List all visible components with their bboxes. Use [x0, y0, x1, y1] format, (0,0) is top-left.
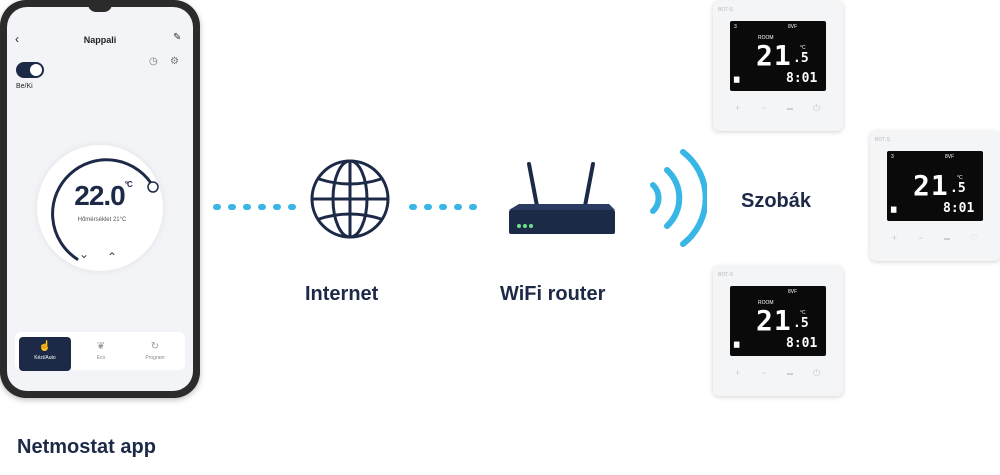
camera-notch	[88, 4, 112, 12]
thermostat-brand: BOT-S	[718, 7, 734, 13]
plus-button[interactable]: +	[892, 233, 898, 243]
room-temp-whole: 21	[913, 169, 949, 202]
room-temp-decimal: .5	[793, 316, 809, 331]
tab-label: Program	[145, 355, 165, 361]
room-indicator: ROOM	[758, 300, 774, 306]
thermostat-display: 3 8VF 21 .5 °C 8:01 ▆	[887, 151, 983, 221]
dial-handle[interactable]	[147, 181, 159, 193]
thermostat-3: BOT-S 8VF ROOM 21 .5 °C 8:01 ▆ + − ▬ ⏻	[713, 266, 843, 396]
temp-unit: °C	[124, 180, 133, 189]
set-temperature: 22.0°C	[63, 180, 143, 212]
power-button[interactable]: ⏻	[813, 103, 821, 113]
connector-phone-internet	[213, 197, 303, 215]
rooms-label: Szobák	[741, 190, 812, 212]
app-label: Netmostat app	[17, 436, 156, 458]
room-temp-unit: °C	[800, 310, 806, 316]
chevron-up-icon[interactable]: ⌃	[107, 250, 118, 264]
heating-icon: ▆	[734, 341, 740, 348]
thermostat-display: 8VF ROOM 21 .5 °C 8:01 ▆	[730, 286, 826, 356]
cycle-icon: ↻	[150, 341, 160, 352]
back-icon[interactable]: ‹	[15, 32, 19, 46]
temperature-dial[interactable]	[37, 145, 163, 271]
clock-time: 8:01	[943, 201, 975, 216]
power-button[interactable]: ♡	[970, 233, 979, 243]
app-screen: ‹ Nappali ✎ Be/Ki ◷ ⚙ 22.0°C Hőmérséklet…	[7, 7, 193, 391]
menu-button[interactable]: ▬	[944, 236, 950, 242]
power-button[interactable]: ⏻	[813, 368, 821, 378]
thermostat-2: BOT-S 3 8VF 21 .5 °C 8:01 ▆ + − ▬ ♡	[870, 131, 1000, 261]
mode-indicator: 8VF	[788, 289, 798, 295]
internet-label: Internet	[305, 283, 379, 305]
thermostat-brand: BOT-S	[718, 272, 734, 278]
room-temp-unit: °C	[800, 45, 806, 51]
tab-program[interactable]: ↻ Program	[133, 337, 177, 371]
plus-button[interactable]: +	[735, 368, 741, 378]
room-temp-whole: 21	[756, 304, 792, 337]
minus-button[interactable]: −	[918, 233, 924, 243]
hand-icon: ☝	[38, 341, 52, 352]
clock-time: 8:01	[786, 336, 818, 351]
room-temp-decimal: .5	[950, 181, 966, 196]
plus-button[interactable]: +	[735, 103, 741, 113]
thermostat-display: 3 8VF ROOM 21 .5 °C 8:01 ▆	[730, 21, 826, 91]
globe-icon	[310, 159, 390, 239]
thermostat-brand: BOT-S	[875, 137, 891, 143]
room-temp-whole: 21	[756, 39, 792, 72]
thermostat-1: BOT-S 3 8VF ROOM 21 .5 °C 8:01 ▆ + − ▬ ⏻	[713, 1, 843, 131]
heating-icon: ▆	[891, 206, 897, 213]
menu-button[interactable]: ▬	[787, 371, 793, 377]
settings-icon[interactable]: ⚙	[170, 56, 179, 67]
current-temperature: Hőmérséklet 21°C	[77, 217, 127, 223]
room-title: Nappali	[83, 35, 117, 45]
room-temp-decimal: .5	[793, 51, 809, 66]
connector-internet-router	[409, 197, 484, 215]
clock-time: 8:01	[786, 71, 818, 86]
tab-label: Kézi/Auto	[34, 355, 56, 361]
mode-indicator: 8VF	[945, 154, 955, 160]
leaf-icon: ❦	[96, 341, 106, 352]
day-indicator: 3	[734, 24, 737, 30]
tab-eco[interactable]: ❦ Eco	[81, 337, 121, 371]
heating-icon: ▆	[734, 76, 740, 83]
dial-arc	[51, 158, 159, 261]
tab-label: Eco	[96, 355, 106, 361]
toggle-knob	[30, 64, 42, 76]
tab-manual-auto[interactable]: ☝ Kézi/Auto	[19, 337, 71, 371]
wifi-signal-icon	[650, 149, 707, 247]
mode-indicator: 8VF	[788, 24, 798, 30]
router-icon	[509, 162, 615, 234]
edit-icon[interactable]: ✎	[173, 32, 182, 43]
set-temp-value: 22.0	[74, 180, 125, 211]
minus-button[interactable]: −	[761, 368, 767, 378]
power-label: Be/Ki	[16, 83, 33, 90]
router-label: WiFi router	[500, 283, 606, 305]
chevron-down-icon[interactable]: ⌄	[79, 247, 90, 261]
room-temp-unit: °C	[957, 175, 963, 181]
clock-icon[interactable]: ◷	[149, 56, 158, 67]
menu-button[interactable]: ▬	[787, 106, 793, 112]
day-indicator: 3	[891, 154, 894, 160]
smartphone: ‹ Nappali ✎ Be/Ki ◷ ⚙ 22.0°C Hőmérséklet…	[0, 0, 200, 398]
minus-button[interactable]: −	[761, 103, 767, 113]
room-indicator: ROOM	[758, 35, 774, 41]
